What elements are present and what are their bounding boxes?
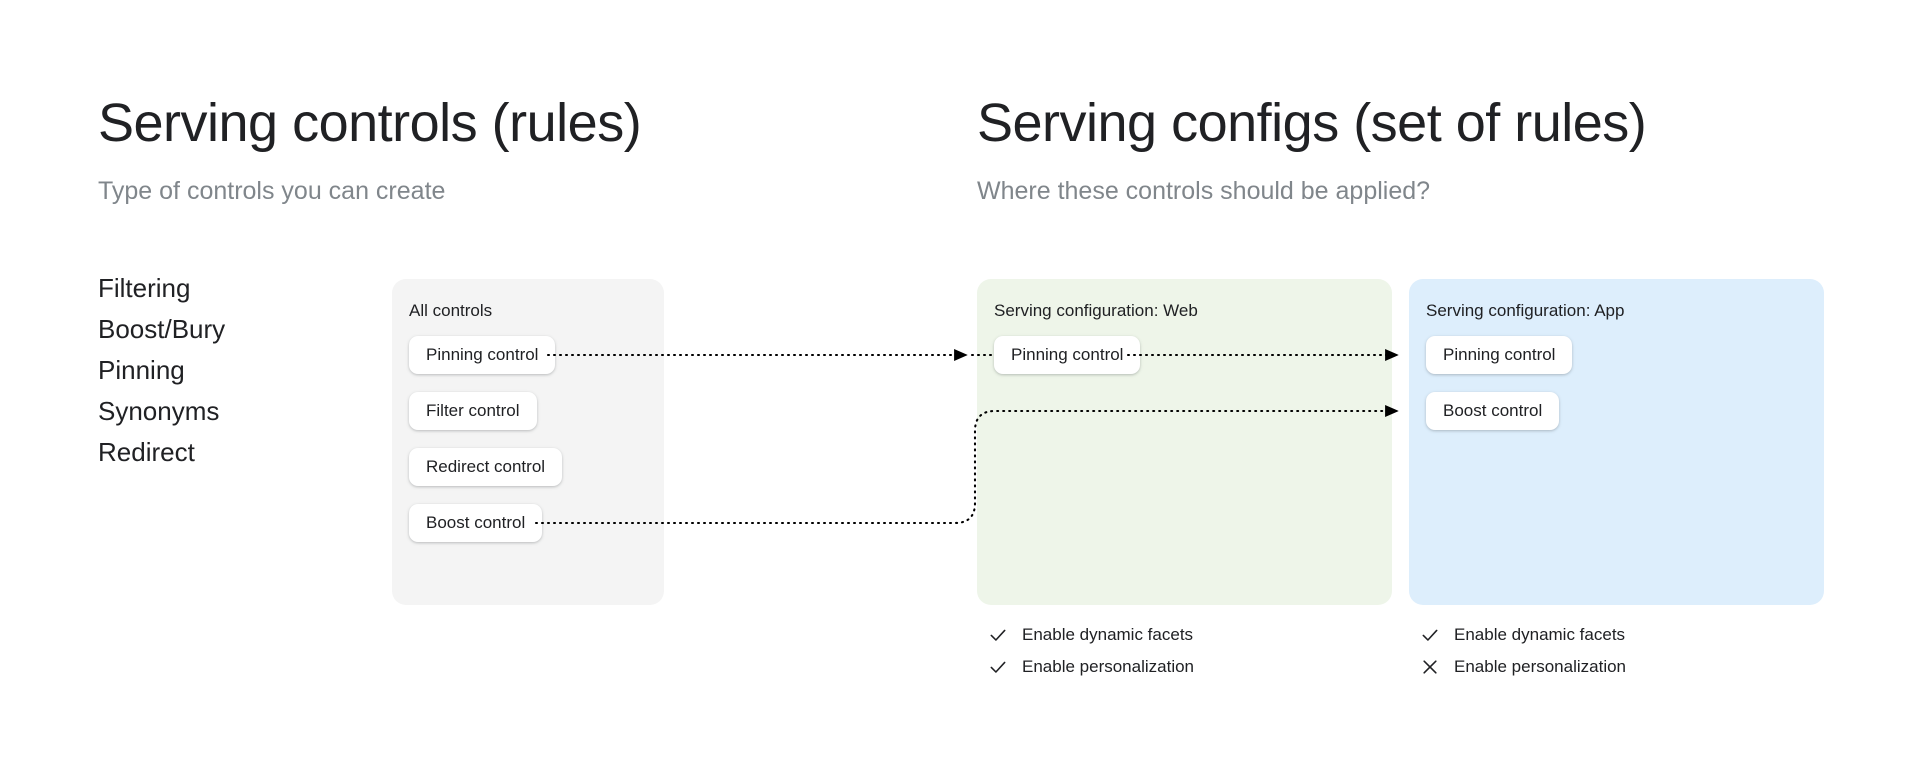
- option-row-enable-dynamic-facets[interactable]: Enable dynamic facets: [985, 619, 1405, 651]
- check-icon: [985, 622, 1011, 648]
- control-type-item: Pinning: [98, 355, 185, 385]
- options-list-app: Enable dynamic facets Enable personaliza…: [1417, 619, 1837, 683]
- option-label: Enable dynamic facets: [1022, 625, 1194, 644]
- left-column-title: Serving controls (rules): [98, 93, 642, 153]
- option-label: Enable personalization: [1454, 657, 1627, 676]
- chip-pinning-control[interactable]: Pinning control: [1426, 336, 1573, 374]
- control-type-item: Synonyms: [98, 396, 220, 426]
- card-serving-configuration-web: Serving configuration: Web Pinning contr…: [977, 279, 1392, 605]
- card-all-controls: All controls Pinning control Filter cont…: [392, 279, 664, 605]
- control-type-item: Boost/Bury: [98, 314, 226, 344]
- close-icon: [1417, 654, 1443, 680]
- card-serving-configuration-app-title: Serving configuration: App: [1426, 301, 1625, 320]
- right-column-title: Serving configs (set of rules): [977, 93, 1647, 153]
- chip-boost-control[interactable]: Boost control: [409, 504, 543, 542]
- control-type-item: Filtering: [98, 273, 191, 303]
- options-list-web: Enable dynamic facets Enable personaliza…: [985, 619, 1405, 683]
- chip-redirect-control[interactable]: Redirect control: [409, 448, 563, 486]
- chip-pinning-control[interactable]: Pinning control: [409, 336, 556, 374]
- card-all-controls-title: All controls: [409, 301, 493, 320]
- option-row-enable-personalization[interactable]: Enable personalization: [985, 651, 1405, 683]
- chip-pinning-control[interactable]: Pinning control: [994, 336, 1141, 374]
- chip-filter-control[interactable]: Filter control: [409, 392, 537, 430]
- check-icon: [985, 654, 1011, 680]
- option-label: Enable dynamic facets: [1454, 625, 1626, 644]
- control-type-item: Redirect: [98, 437, 195, 467]
- option-row-enable-personalization[interactable]: Enable personalization: [1417, 651, 1837, 683]
- chip-boost-control[interactable]: Boost control: [1426, 392, 1560, 430]
- card-serving-configuration-app: Serving configuration: App Pinning contr…: [1409, 279, 1824, 605]
- check-icon: [1417, 622, 1443, 648]
- control-type-list: Filtering Boost/Bury Pinning Synonyms Re…: [98, 268, 398, 473]
- right-column-subtitle: Where these controls should be applied?: [977, 177, 1431, 205]
- option-row-enable-dynamic-facets[interactable]: Enable dynamic facets: [1417, 619, 1837, 651]
- card-serving-configuration-web-title: Serving configuration: Web: [994, 301, 1198, 320]
- option-label: Enable personalization: [1022, 657, 1195, 676]
- left-column-subtitle: Type of controls you can create: [98, 177, 446, 205]
